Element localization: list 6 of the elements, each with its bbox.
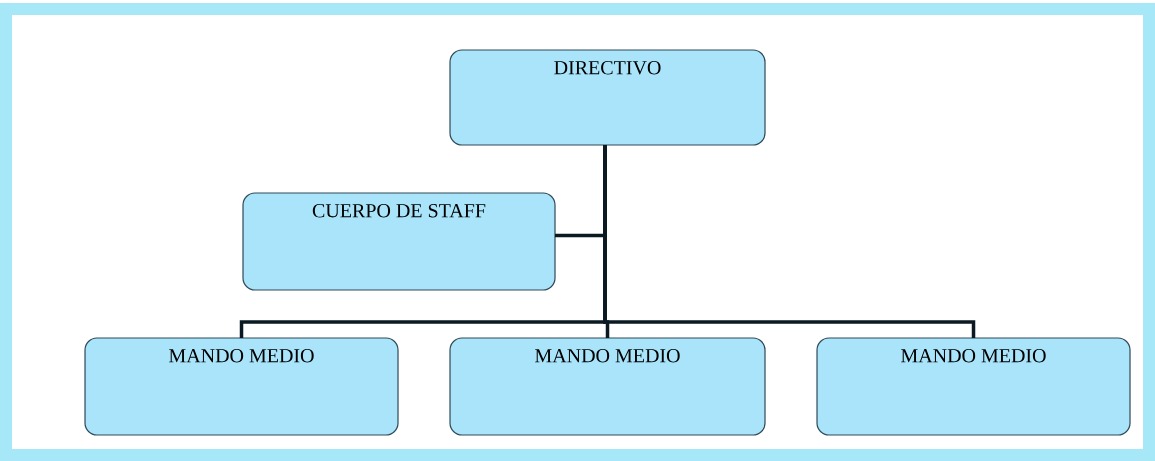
org-box: MANDO MEDIO [449,337,766,436]
org-box: CUERPO DE STAFF [242,192,556,291]
connector-line [603,145,976,338]
org-box: MANDO MEDIO [84,337,399,436]
org-box: MANDO MEDIO [816,337,1131,436]
org-box: DIRECTIVO [449,49,766,146]
